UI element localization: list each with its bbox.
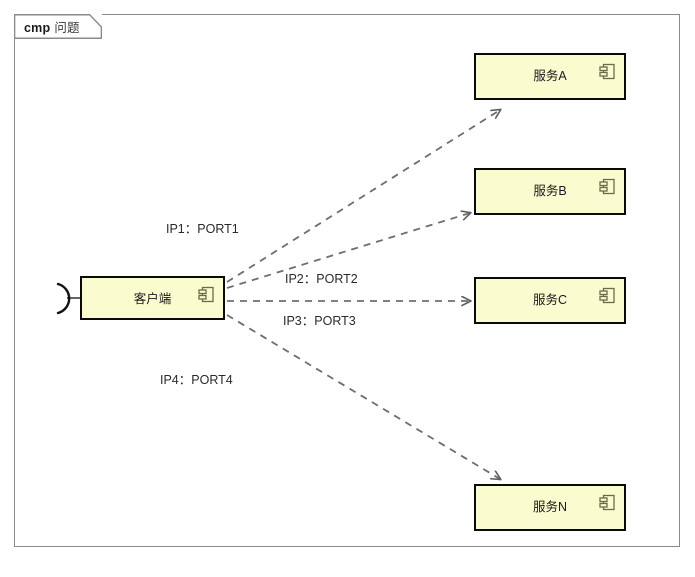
component-icon	[599, 287, 615, 304]
component-service-a-label: 服务A	[533, 69, 567, 83]
component-icon	[599, 178, 615, 195]
frame-name: 问题	[54, 21, 80, 35]
component-icon	[599, 494, 615, 511]
connector-label-dep-4: IP4：PORT4	[160, 373, 233, 387]
connector-label-dep-3: IP3：PORT3	[283, 314, 356, 328]
component-icon	[198, 286, 214, 303]
component-service-a[interactable]: 服务A	[474, 53, 626, 100]
component-service-n-label: 服务N	[532, 500, 568, 514]
component-service-c-label: 服务C	[532, 293, 568, 307]
component-icon	[599, 63, 615, 80]
component-client[interactable]: 客户端	[80, 276, 225, 320]
component-service-n[interactable]: 服务N	[474, 484, 626, 531]
component-service-b[interactable]: 服务B	[474, 168, 626, 215]
connector-label-dep-1: IP1：PORT1	[166, 222, 239, 236]
component-service-b-label: 服务B	[533, 184, 567, 198]
frame-tab-shape	[14, 14, 102, 39]
connector-label-dep-2: IP2：PORT2	[285, 272, 358, 286]
frame-keyword: cmp	[24, 21, 51, 35]
component-service-c[interactable]: 服务C	[474, 277, 626, 324]
component-client-label: 客户端	[133, 292, 172, 306]
